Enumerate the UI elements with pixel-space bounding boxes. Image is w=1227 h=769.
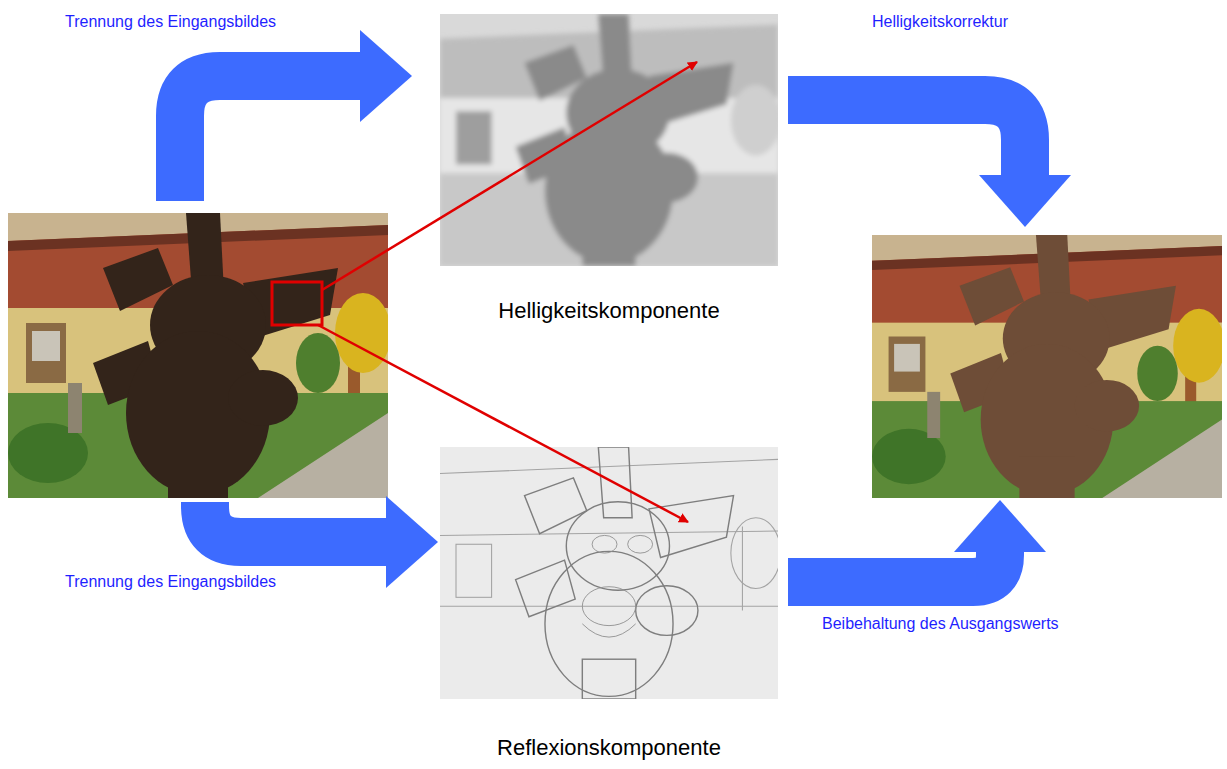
arrow-band [205, 502, 386, 542]
brightness-image [440, 14, 781, 266]
flow-arrow [788, 100, 1071, 227]
image-panel [8, 213, 388, 498]
image-panel: Helligkeitskomponente [440, 14, 778, 324]
image-panel: Reflexionskomponente [440, 447, 778, 761]
edge-label: Trennung des Eingangsbildes [63, 572, 278, 592]
arrow-band [788, 552, 1000, 582]
arrow-head [386, 496, 438, 588]
image-caption: Helligkeitskomponente [440, 298, 778, 324]
image-caption: Reflexionskomponente [440, 735, 778, 761]
flow-arrow [180, 30, 412, 201]
input-photo [8, 213, 391, 498]
flow-arrow [788, 500, 1046, 582]
arrow-head [979, 175, 1071, 227]
reflection-image [440, 447, 781, 699]
arrow-head [954, 500, 1046, 552]
callout-frame [272, 282, 322, 325]
output-photo [872, 235, 1225, 498]
arrow-band [788, 100, 1025, 175]
edge-label: Beibehaltung des Ausgangswerts [820, 614, 1061, 634]
arrow-band [180, 76, 360, 201]
image-area [8, 213, 388, 498]
arrow-head [360, 30, 412, 122]
image-panel [872, 235, 1222, 498]
image-area [440, 14, 778, 266]
edge-label: Trennung des Eingangsbildes [63, 12, 278, 32]
image-area [440, 447, 778, 699]
image-area [872, 235, 1222, 498]
edge-label: Helligkeitskorrektur [870, 12, 1010, 32]
callout-line [318, 325, 688, 522]
